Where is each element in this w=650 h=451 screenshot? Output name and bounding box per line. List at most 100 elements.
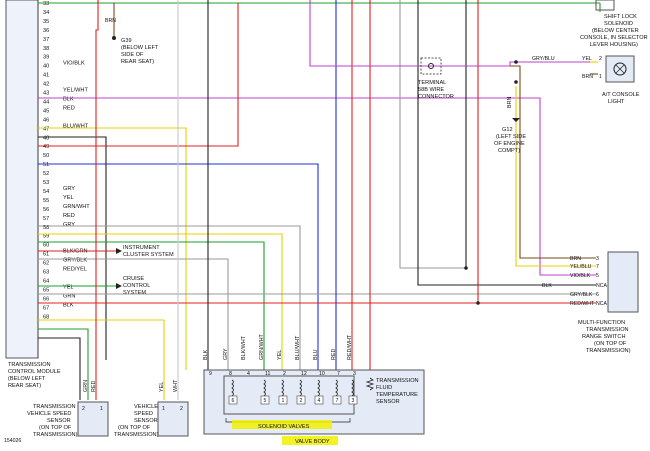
svg-text:REAR SEAT): REAR SEAT) [121,59,154,65]
solenoid-number: 5 [264,398,267,404]
svg-text:2: 2 [82,406,85,412]
range-switch-wire-label: VIO/BLK [570,273,591,279]
tcm-pin-number: 41 [43,73,49,79]
tcm-signal-label: RED/YEL [63,267,87,273]
tcm-pin-number: 35 [43,19,49,25]
range-switch-nca-wire: BLK [542,283,552,289]
range-switch-pin: NCA [596,301,607,307]
svg-text:TRANSMISSION): TRANSMISSION) [33,432,78,438]
tcm-pin-number: 68 [43,314,49,320]
tcm-pin-number: 50 [43,153,49,159]
solenoid-number-box [296,395,306,405]
svg-text:VEHICLE: VEHICLE [134,404,158,410]
solenoid-coil [281,379,284,397]
wire-gry-54 [38,225,301,370]
svg-text:LIGHT: LIGHT [608,99,625,105]
svg-text:FLUID: FLUID [376,385,392,391]
tcm-label-4: REAR SEAT) [8,383,41,389]
svg-text:COMPT): COMPT) [498,148,520,154]
tcm-pin-number: 64 [43,278,49,284]
range-switch-pin: 3 [596,256,599,262]
wire-grn-66 [38,328,89,400]
tcm-signal-labels: VIO/BLKYEL/WHTBLKREDBLU/WHTGRYYELGRN/WHT… [63,61,90,309]
svg-text:(ON TOP OF: (ON TOP OF [39,425,72,431]
svg-text:1: 1 [599,74,602,80]
wire-red-vss [95,0,99,400]
svg-text:58B WIRE: 58B WIRE [418,87,444,93]
splice-dots [112,36,518,305]
svg-text:BRN: BRN [582,74,593,80]
tcm-pin-list: 3334353637383940414243444546474849505152… [43,1,49,320]
solenoid-number-box [278,395,288,405]
valve-body-wire-label: GRY [223,348,229,360]
svg-text:SOLENOID: SOLENOID [604,21,633,27]
wires [38,0,601,400]
tcm-pin-number: 56 [43,207,49,213]
svg-text:LEVER HOUSING): LEVER HOUSING) [590,42,638,48]
svg-text:GRN: GRN [83,380,89,392]
svg-text:(BELOW CENTER: (BELOW CENTER [592,28,639,34]
vehicle-vss: YEL WHT 1 2 VEHICLE SPEED SENSOR (ON TOP… [114,379,189,438]
valve-body-pin: 7 [337,371,340,377]
range-switch-pin: 5 [596,273,599,279]
tcm-signal-label: BLK [63,96,74,102]
tcm-label-2: CONTROL MODULE [8,369,61,375]
valve-body-pin: 10 [319,371,325,377]
svg-text:YEL: YEL [159,382,165,392]
svg-text:SENSOR: SENSOR [134,418,158,424]
shift-lock-solenoid: SHIFT LOCK SOLENOID (BELOW CENTER CONSOL… [580,0,648,48]
solenoid-coil [299,379,302,397]
tcm-pin-number: 60 [43,243,49,249]
valve-body-pin: 3 [353,371,356,377]
svg-text:1: 1 [162,406,165,412]
tcm-pin-number: 54 [43,189,49,195]
tcm-pin-number: 39 [43,55,49,61]
svg-text:GRY/BLU: GRY/BLU [532,56,555,62]
tcm-pin-number: 51 [43,162,49,168]
wire-yel-65 [38,319,165,400]
valve-body-wire-label: BLU [313,349,319,360]
tcm-pin-number: 53 [43,180,49,186]
range-switch-pin: 7 [596,264,599,270]
tcm-pin-number: 65 [43,287,49,293]
solenoid-coil [317,379,320,397]
solenoid-number: 7 [336,398,339,404]
solenoid-number-box [228,395,238,405]
wire-grn-wht [38,241,265,370]
range-switch-wire-label: BRN [570,256,581,262]
tcm-pin-number: 61 [43,252,49,258]
valve-body-wire-label: RED/WHT [347,334,353,360]
tcm-pin-number: 52 [43,171,49,177]
svg-text:SIDE OF: SIDE OF [121,52,144,58]
svg-text:G39: G39 [121,38,132,44]
wire-gry-58 [38,258,229,370]
svg-text:RED: RED [91,381,97,392]
tcm-label-1: TRANSMISSION [8,362,51,368]
svg-text:CONSOLE, IN SELECTOR: CONSOLE, IN SELECTOR [580,35,648,41]
range-switch-wire-label: GRY/BLK [570,292,593,298]
svg-text:SPEED: SPEED [134,411,153,417]
valve-body: BLK9GRY8BLK/WHT4GRN/WHT11YEL2BLU/WHT12BL… [203,334,425,445]
instrument-cluster-arrow: INSTRUMENT CLUSTER SYSTEM [116,245,174,258]
svg-text:BRN: BRN [507,97,513,108]
tcm-pin-number: 48 [43,135,49,141]
tcm-signal-label: RED [63,105,75,111]
wire-vio-blk [38,97,596,276]
svg-text:OF ENGINE: OF ENGINE [494,141,525,147]
solenoid-coil [351,379,354,397]
svg-text:CONNECTOR: CONNECTOR [418,94,454,100]
valve-body-pin: 8 [229,371,232,377]
valve-body-pin: 4 [247,371,250,377]
svg-text:YEL: YEL [582,56,592,62]
valve-body-wire-label: BLK [203,349,209,360]
tcm-signal-label: GRN/WHT [63,204,90,210]
range-switch-pin: 6 [596,292,599,298]
temp-sensor-resistor [365,377,375,391]
svg-text:TEMPERATURE: TEMPERATURE [376,392,418,398]
tcm-pin-number: 67 [43,305,49,311]
solenoid-number: 4 [318,398,321,404]
tcm-pin-number: 55 [43,198,49,204]
valve-body-pin: 9 [209,371,212,377]
solenoid-number: 2 [300,398,303,404]
